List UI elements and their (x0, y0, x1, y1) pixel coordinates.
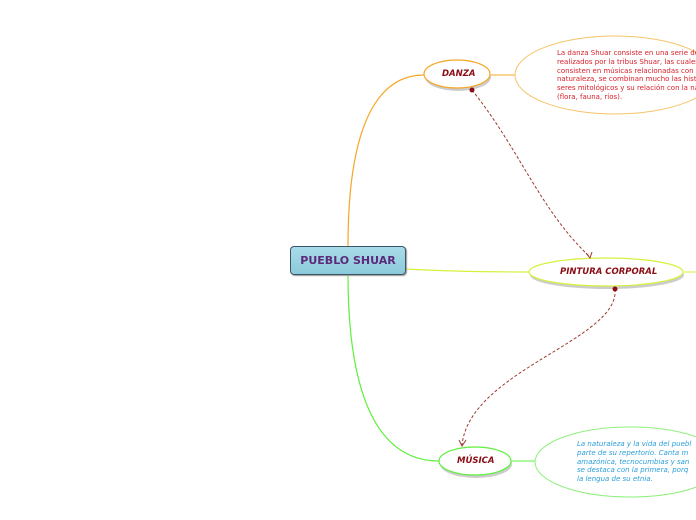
branch-danza (347, 74, 425, 247)
note-line: se destaca con la primera, porq (577, 466, 689, 475)
note-line: La naturaleza y la vida del puebl (577, 440, 692, 448)
relation-pintura-musica (461, 288, 616, 446)
branch-musica (347, 274, 440, 462)
note-line: seres mitológicos y su relación con la n… (557, 84, 696, 93)
node-musica[interactable]: MÚSICA (457, 456, 495, 466)
note-line: consisten en músicas relacionadas con l (557, 66, 696, 75)
node-danza[interactable]: DANZA (442, 69, 476, 79)
musica-note: La naturaleza y la vida del puebl parte … (577, 440, 691, 484)
root-label: PUEBLO SHUAR (300, 254, 396, 267)
node-pintura-shape (528, 257, 684, 287)
musica-note-bubble (534, 426, 696, 498)
node-musica-shape (438, 446, 512, 476)
node-pintura-corporal[interactable]: PINTURA CORPORAL (560, 267, 658, 277)
root-node[interactable]: PUEBLO SHUAR (290, 246, 406, 275)
note-line: la lengua de su etnia. (577, 475, 653, 484)
branch-pintura (405, 268, 530, 273)
note-line: parte de su repertorio. Canta m (577, 448, 689, 457)
note-line: La danza Shuar consiste en una serie de (557, 49, 696, 57)
note-line: amazónica, tecnocumbias y san (577, 457, 690, 466)
relation-danza-pintura (471, 89, 591, 258)
note-line: (flora, fauna, ríos). (557, 92, 623, 101)
node-danza-shape (423, 59, 491, 89)
note-line: realizados por la tribus Shuar, las cual… (557, 57, 696, 66)
note-line: naturaleza, se combinan mucho las hist (557, 75, 696, 84)
danza-note-bubble (514, 35, 696, 115)
danza-note: La danza Shuar consiste en una serie de … (557, 49, 696, 102)
